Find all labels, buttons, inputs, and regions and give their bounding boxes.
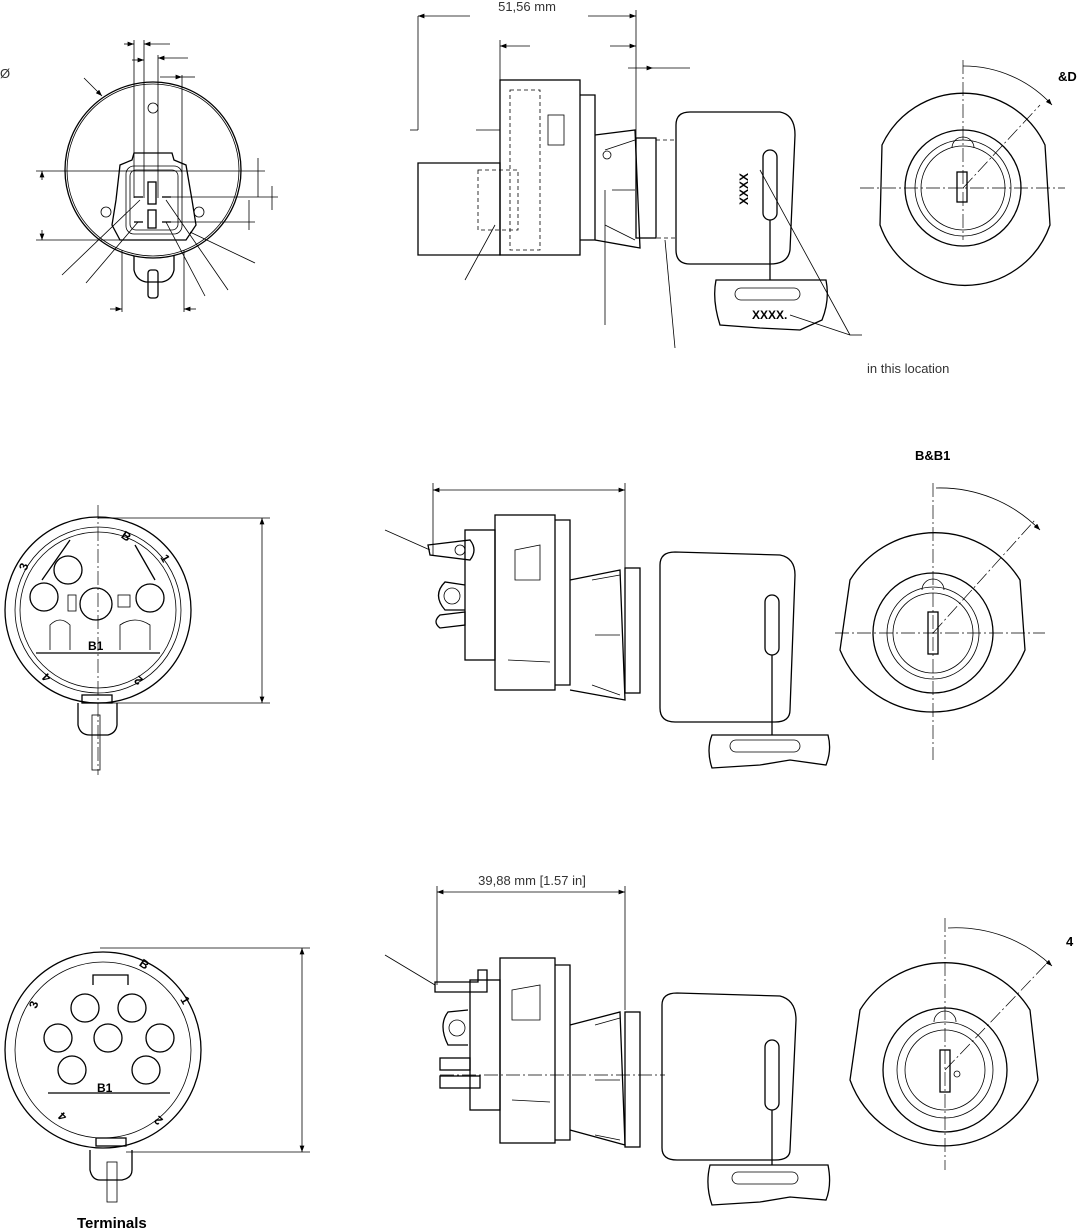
terminal-b1-label: B1 bbox=[97, 1081, 113, 1095]
key-marking-tag: XXXX. bbox=[752, 308, 787, 322]
terminal-2-label: 2 bbox=[131, 673, 145, 688]
overall-length-dimension: 51,56 mm bbox=[498, 0, 556, 14]
row2-side-view bbox=[384, 483, 831, 769]
terminals-caption: Terminals bbox=[77, 1215, 147, 1231]
position-label-ad: &D bbox=[1058, 69, 1077, 84]
terminal-4-label: 4 bbox=[39, 670, 54, 685]
row2-terminal-view: B1 B 1 3 4 2 bbox=[4, 505, 270, 775]
row1-side-view: 51,56 mm XXXX XXXX. in this location bbox=[410, 0, 949, 376]
terminal-3-label: 3 bbox=[16, 561, 32, 572]
position-label-4: 4 bbox=[1066, 934, 1074, 949]
row3-key-face-view: 4 bbox=[849, 918, 1074, 1170]
row3-side-view: 39,88 mm [1.57 in] bbox=[384, 873, 831, 1206]
row3-terminal-view: B1 B 1 3 4 2 Terminals bbox=[4, 947, 310, 1231]
row1-connector-front-view: Ø bbox=[0, 40, 278, 312]
terminal-3-label: 3 bbox=[26, 999, 42, 1010]
terminal-4-label: 4 bbox=[55, 1109, 70, 1124]
marking-note: in this location bbox=[867, 361, 949, 376]
row2-key-face-view: B&B1 bbox=[835, 448, 1045, 760]
diameter-symbol: Ø bbox=[0, 66, 10, 81]
dimension-39-88: 39,88 mm [1.57 in] bbox=[478, 873, 586, 888]
row1-key-face-view: &D bbox=[860, 60, 1077, 286]
terminal-2-label: 2 bbox=[151, 1113, 165, 1128]
position-label-bb1: B&B1 bbox=[915, 448, 950, 463]
terminal-b1-label: B1 bbox=[88, 639, 104, 653]
key-marking-vertical: XXXX bbox=[737, 173, 751, 205]
